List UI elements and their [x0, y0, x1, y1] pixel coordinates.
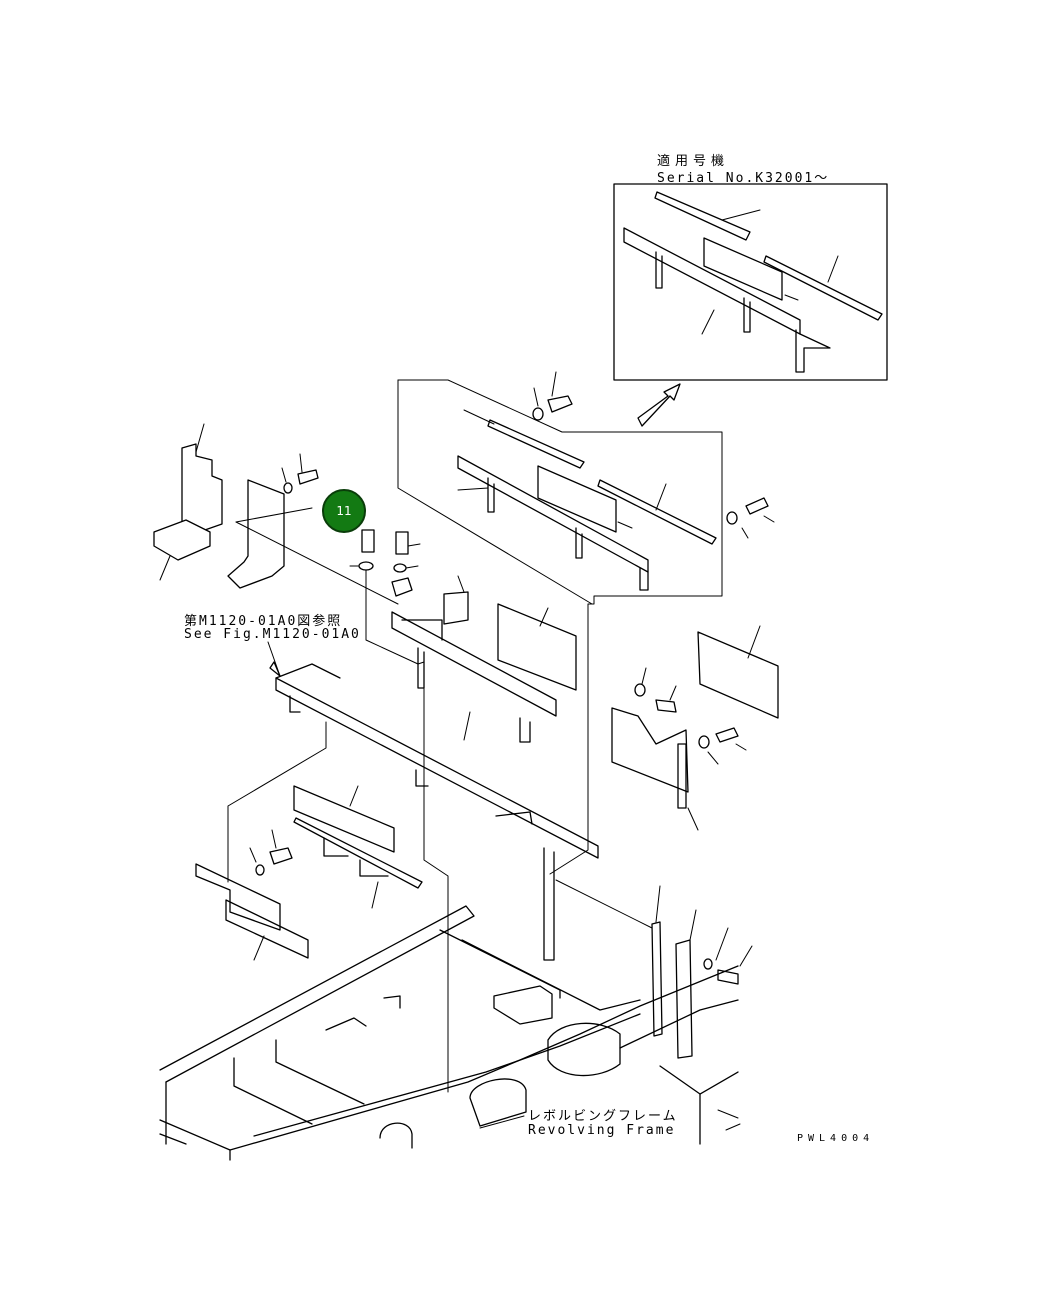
- inset-arrow: [637, 383, 681, 427]
- ref-label-jp: 第M1120-01A0図参照: [184, 614, 343, 629]
- main-rail: [275, 677, 599, 859]
- callout-number: 11: [336, 504, 352, 518]
- bolt-upper: [532, 371, 573, 421]
- detail-outline: [397, 379, 723, 875]
- ref-label-en: See Fig.M1120-01A0: [184, 627, 361, 642]
- serial-label-jp: 適用号機: [657, 154, 730, 169]
- callout-11-badge[interactable]: 11: [322, 489, 366, 533]
- serial-inset: [613, 183, 888, 381]
- frame-label-jp: レボルビングフレーム: [528, 1109, 678, 1124]
- revolving-frame: [159, 905, 741, 1161]
- frame-label-en: Revolving Frame: [528, 1123, 676, 1138]
- bolt-right: [726, 497, 775, 539]
- serial-label-en: Serial No.K32001～: [657, 171, 830, 186]
- drawing-code: PWL4004: [797, 1133, 875, 1144]
- cover-plate: [497, 603, 577, 691]
